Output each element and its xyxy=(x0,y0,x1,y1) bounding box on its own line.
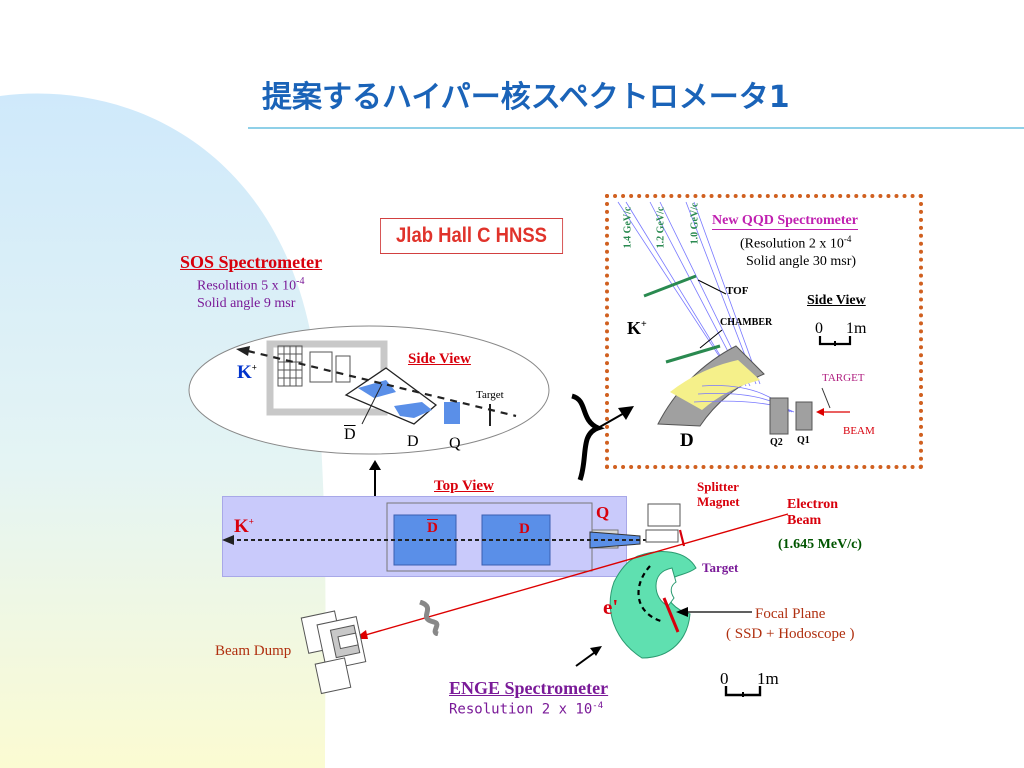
enge-resolution: Resolution 2 x 10-4 xyxy=(449,701,604,718)
bottom-scale-zero: 0 xyxy=(720,669,729,688)
bottom-scale-bar xyxy=(724,686,762,697)
qqd-d-label: D xyxy=(680,430,694,451)
sos-resolution: Resolution 5 x 10-4 xyxy=(197,276,305,294)
qqd-side-view-label: Side View xyxy=(807,293,866,308)
qqd-scale-zero: 0 xyxy=(815,320,823,337)
sos-side-view-label: Side View xyxy=(408,351,471,367)
qqd-scale-one: 1m xyxy=(846,320,867,337)
qqd-beam-label: BEAM xyxy=(843,425,875,437)
top-view-d-bar-label: D xyxy=(427,520,438,536)
top-view-label: Top View xyxy=(434,478,494,494)
qqd-scale-bar xyxy=(818,336,852,346)
target-label: Target xyxy=(702,560,739,575)
sos-solid-angle: Solid angle 9 msr xyxy=(197,296,296,311)
qqd-solid-angle: Solid angle 30 msr) xyxy=(746,254,857,269)
qqd-chamber-label: CHAMBER xyxy=(720,317,773,328)
qqd-momentum-1-4: 1.4 GeV/c xyxy=(622,206,634,249)
electron-beam-energy: (1.645 MeV/c) xyxy=(778,537,862,552)
curly-brace-arrow xyxy=(571,393,634,481)
qqd-tof-label: TOF xyxy=(726,285,749,297)
focal-plane-arrow xyxy=(676,607,752,617)
e-prime-label: e' xyxy=(603,595,619,619)
qqd-resolution: (Resolution 2 x 10-4 xyxy=(740,234,852,252)
bottom-scale-one: 1m xyxy=(757,669,779,688)
sos-q-label: Q xyxy=(449,435,461,452)
qqd-kaon-label: K+ xyxy=(627,318,647,338)
top-view-d-label: D xyxy=(519,521,530,537)
enge-heading: ENGE Spectrometer xyxy=(449,678,609,698)
qqd-q1-label: Q1 xyxy=(797,435,810,446)
qqd-q2-label: Q2 xyxy=(770,437,783,448)
beam-dump-label: Beam Dump xyxy=(215,643,292,659)
enge-arrow xyxy=(575,646,602,667)
qqd-momentum-1-2: 1.2 GeV/c xyxy=(655,206,667,249)
up-arrow xyxy=(369,460,381,496)
qqd-diagram xyxy=(617,201,850,435)
enge-diagram xyxy=(609,503,697,659)
qqd-target-label: TARGET xyxy=(822,372,865,384)
sos-target-label: Target xyxy=(476,389,504,401)
focal-plane-label: Focal Plane( SSD + Hodoscope ) xyxy=(726,606,855,642)
beam-dump-diagram xyxy=(300,610,367,695)
qqd-momentum-1-0: 1.0 GeV/c xyxy=(689,202,701,245)
top-view-diagram xyxy=(222,502,662,572)
top-view-kaon-label: K+ xyxy=(234,516,254,537)
qqd-panel xyxy=(605,194,923,469)
qqd-heading: New QQD Spectrometer xyxy=(712,213,858,230)
sos-kaon-label: K+ xyxy=(237,362,257,383)
title-divider xyxy=(248,127,1024,129)
top-view-q-label: Q xyxy=(596,503,610,522)
beam-dump-wave xyxy=(418,600,440,636)
hall-label: Jlab Hall C HNSS xyxy=(380,218,564,254)
sos-d-label: D xyxy=(407,433,419,450)
page-title: 提案するハイパー核スペクトロメータ1 xyxy=(262,80,790,115)
sos-heading: SOS Spectrometer xyxy=(180,252,323,272)
sos-d-bar-label: D xyxy=(344,426,356,443)
sos-side-view-diagram xyxy=(188,325,550,455)
